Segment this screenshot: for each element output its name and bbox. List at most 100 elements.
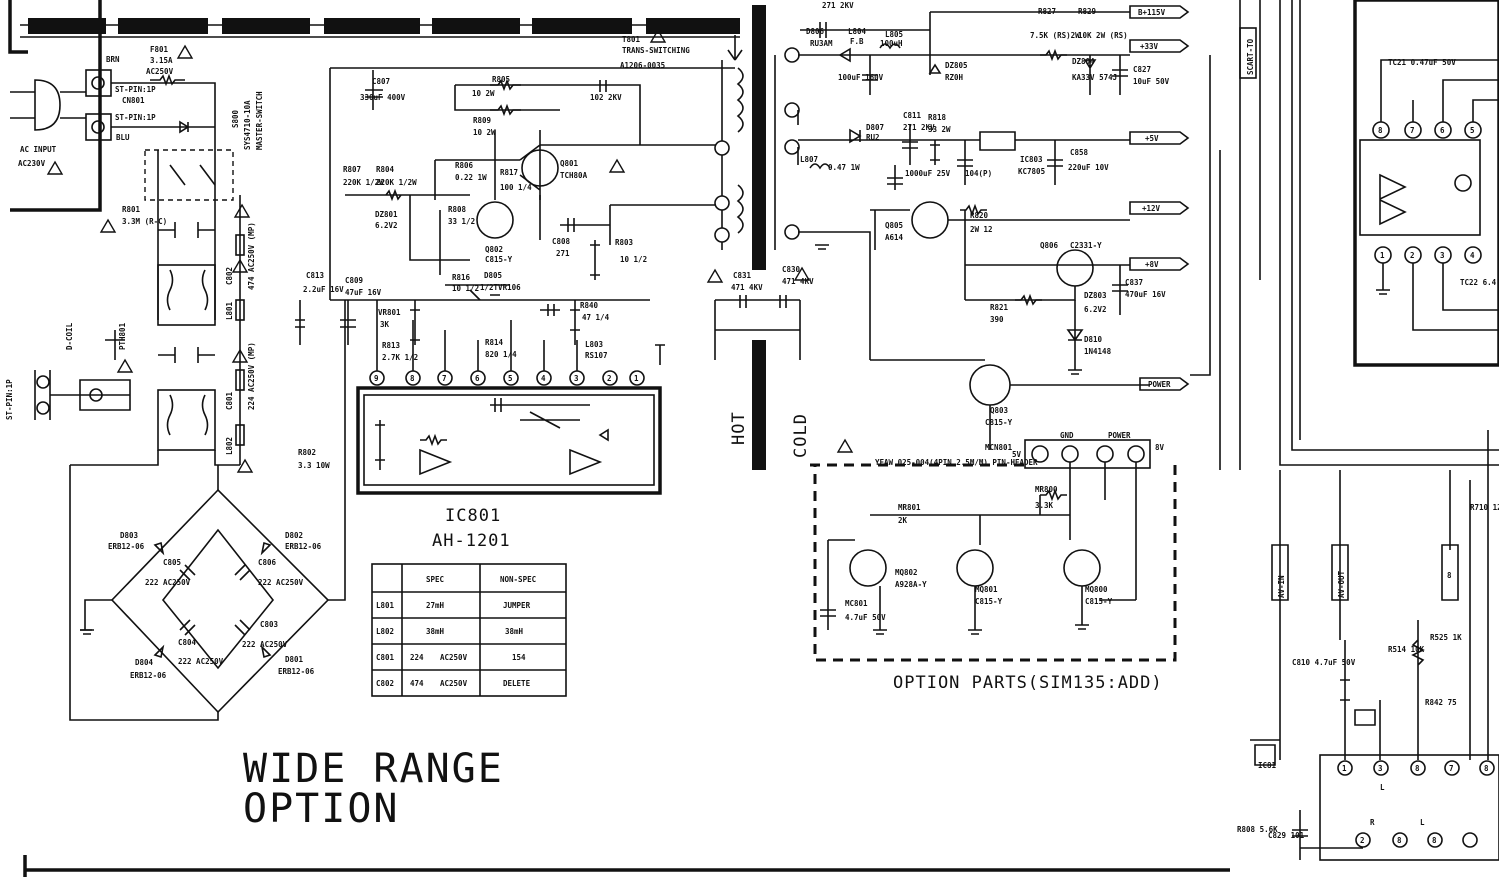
dz805-ref: DZ805 — [945, 61, 968, 70]
cold-label: COLD — [791, 413, 811, 458]
r827-ref: R827 — [1038, 7, 1056, 16]
conn-pin-e: 8 — [1484, 764, 1489, 773]
connector-side-5v: 5V — [1012, 450, 1022, 459]
r514-label: R514 10K — [1388, 645, 1425, 654]
cn1-ref-label: CN801 — [122, 96, 145, 105]
ic801-pin-1 — [629, 370, 645, 386]
c805b-value: 1000uF 25V — [905, 169, 951, 178]
rail-label-b-plus: B+115V — [1138, 8, 1166, 17]
ic801-pin-1-label: 1 — [634, 374, 639, 383]
ic801-pin-2-label: 2 — [607, 374, 612, 383]
switch-part-label: SYS4710-10A — [243, 100, 252, 150]
r808-label: R808 5.6K — [1237, 825, 1278, 834]
c804-value: 222 AC250V — [178, 657, 224, 666]
ac-input-section — [10, 69, 245, 466]
rail-label-12v: +12V — [1142, 204, 1161, 213]
mq800-value: C815-Y — [1085, 597, 1113, 606]
r814-ref: R814 — [485, 338, 504, 347]
transformer-ref: T801 — [622, 35, 641, 44]
spec-table-row: L802 38mH 38mH — [376, 627, 524, 636]
c805-ref: C805 — [163, 558, 181, 567]
conn-pin-d: 7 — [1449, 764, 1454, 773]
mq801-value: C815-Y — [975, 597, 1003, 606]
dz803-ref: DZ803 — [1084, 291, 1107, 300]
c802-ref: C802 — [225, 267, 234, 285]
d801-part: ERB12-06 — [278, 667, 315, 676]
c837-value: 470uF 16V — [1125, 290, 1166, 299]
mc801-value: 4.7uF 50V — [845, 613, 886, 622]
r816-ref: R816 — [452, 273, 471, 282]
r808-ref: R808 — [448, 205, 467, 214]
r818-value: 33 2W — [928, 125, 951, 134]
r806-ref: R806 — [455, 161, 474, 170]
spec-row-3-ref: C801 — [376, 653, 395, 662]
conn-side-l2: L — [1420, 818, 1425, 827]
vr801-value: 3K — [380, 320, 390, 329]
transformer-part: A1206-0035 — [620, 61, 665, 70]
r840-value: 47 1/4 — [582, 313, 610, 322]
title-line-2: OPTION — [243, 786, 400, 832]
c813-ref: C813 — [306, 271, 325, 280]
conn-side-r: R — [1370, 818, 1375, 827]
dz801-value: 6.2V2 — [375, 221, 398, 230]
conn-pin-g: 8 — [1397, 836, 1402, 845]
power-rail-label: POWER — [1148, 380, 1171, 389]
dz804-ref: DZ804 — [1072, 57, 1095, 66]
l801-ref: L801 — [225, 301, 234, 320]
ic-pin-2: 2 — [1410, 251, 1415, 260]
r805-value: 10 2W — [472, 89, 495, 98]
secondary-section — [714, 0, 1499, 470]
ic-pin-7: 7 — [1410, 126, 1415, 135]
spec-row-1-spec: 27mH — [426, 601, 445, 610]
r817-value: 100 1/4 — [500, 183, 532, 192]
spec-table-row: C802 474 AC250V DELETE — [376, 679, 531, 688]
spec-row-4-ref: C802 — [376, 679, 394, 688]
l804-value: F.B — [850, 37, 864, 46]
cn1-label: ST-PIN:1P — [115, 85, 156, 94]
spec-row-3-rating: AC250V — [440, 653, 468, 662]
r817-ref: R817 — [500, 168, 518, 177]
ic801-pin-row — [369, 370, 645, 386]
d803-part: ERB12-06 — [108, 542, 145, 551]
c837-ref: C837 — [1125, 278, 1143, 287]
spec-row-3-nonspec: 154 — [512, 653, 526, 662]
d806-ref: D806 — [806, 27, 825, 36]
degauss-label: D-COIL — [65, 322, 74, 350]
conn-pin-b: 3 — [1378, 764, 1383, 773]
c811-value: 271 2KV — [903, 123, 935, 132]
d807-ref: D807 — [866, 123, 884, 132]
l804-ref: L804 — [848, 27, 867, 36]
ic-pin-1: 1 — [1380, 251, 1385, 260]
mc801-ref: MC801 — [845, 599, 868, 608]
transformer-type: TRANS-SWITCHING — [622, 46, 690, 55]
connector-ref: MCN801 — [985, 443, 1013, 452]
d802-ref: D802 — [285, 531, 303, 540]
c829-label: C829 101 — [1268, 831, 1305, 840]
q806-ref: Q806 — [1040, 241, 1059, 250]
r817b-value: 0.47 1W — [828, 163, 860, 172]
r820-value: 2W 12 — [970, 225, 993, 234]
scart-tag: SCART-TO — [1246, 38, 1255, 75]
l805-ref: L805 — [885, 30, 903, 39]
c809b-value: 104(P) — [965, 169, 992, 178]
r809-value: 10 2W — [473, 128, 496, 137]
dz804-value: KA33V 574J — [1072, 73, 1117, 82]
fuse-rating-label: AC250V — [146, 67, 174, 76]
ic801-pin-9-label: 9 — [374, 374, 379, 383]
spec-row-2-ref: L802 — [376, 627, 394, 636]
c802b-value: 100uF 160V — [838, 73, 884, 82]
r803-value: 10 1/2 — [620, 255, 647, 264]
mq802-value: A928A-Y — [895, 580, 927, 589]
connector-description: YFAW 025-004(4PIN 2.5M/M) PIN-HEADER — [875, 458, 1038, 467]
av-out-tag: AV-OUT — [1337, 570, 1346, 598]
d805-value: 1/2TVR106 — [480, 283, 521, 292]
dz805-value: RZ0H — [945, 73, 964, 82]
mq801-ref: MQ801 — [975, 585, 998, 594]
c831-value: 471 4KV — [731, 283, 763, 292]
d802-part: ERB12-06 — [285, 542, 322, 551]
fuse-ref-label: F801 — [150, 45, 169, 54]
spec-row-1-nonspec: JUMPER — [503, 601, 531, 610]
spec-row-3-spec: 224 — [410, 653, 424, 662]
title-line-1: WIDE RANGE — [243, 746, 504, 792]
